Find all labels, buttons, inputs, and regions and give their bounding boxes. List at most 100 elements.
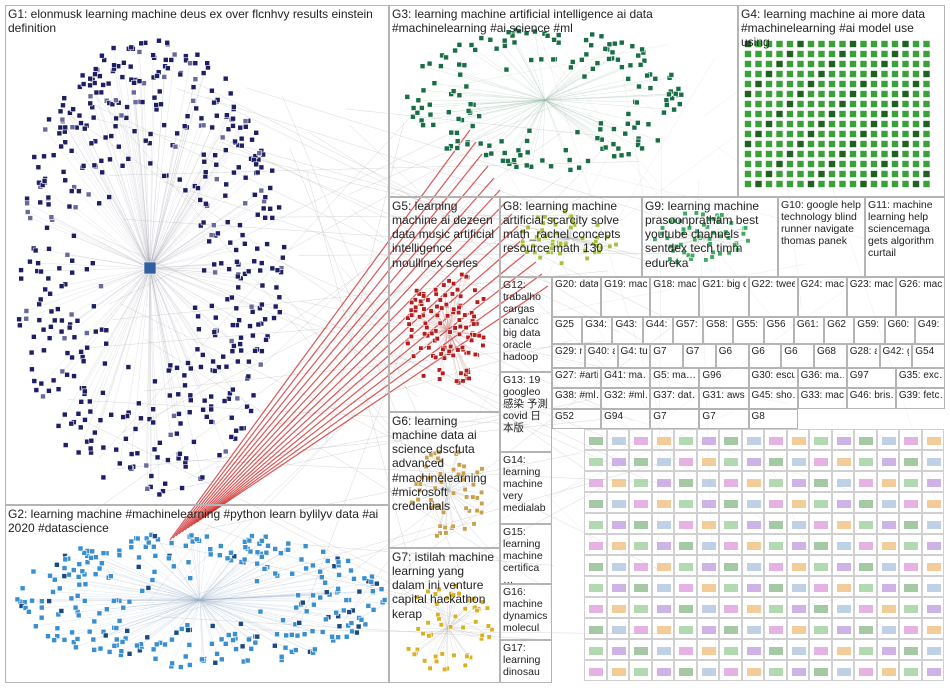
tiny-group-node xyxy=(837,668,851,676)
tiny-group-node xyxy=(769,668,783,676)
small-group-panel: G55: 20… xyxy=(733,317,763,344)
tiny-group-node xyxy=(769,458,783,466)
small-group-panel: G19: machine… xyxy=(601,277,650,317)
small-group-label: G96 xyxy=(702,370,745,381)
small-group-label: G59: usi… xyxy=(857,319,881,330)
tiny-group-node xyxy=(747,605,761,613)
tiny-group-node xyxy=(589,563,603,571)
tiny-group-node xyxy=(837,500,851,508)
tiny-group-node xyxy=(679,584,693,592)
group-g13-panel: G13: 19 googleo 感染 予測 covid 日 本版 xyxy=(500,372,552,452)
tiny-group-cell xyxy=(607,429,630,450)
tiny-group-cell xyxy=(764,639,787,660)
tiny-group-node xyxy=(769,626,783,634)
tiny-group-cell xyxy=(719,639,742,660)
tiny-group-cell xyxy=(674,429,697,450)
tiny-group-node xyxy=(634,563,648,571)
tiny-group-node xyxy=(882,605,896,613)
tiny-group-node xyxy=(747,521,761,529)
tiny-group-cell xyxy=(584,597,607,618)
tiny-group-node xyxy=(904,563,918,571)
small-group-panel: G27: #arti… time… xyxy=(552,368,601,388)
small-group-panel: G7 xyxy=(683,344,716,368)
tiny-group-cell xyxy=(584,492,607,513)
tiny-group-cell xyxy=(877,492,900,513)
group-g14-panel: G14: learning machine very medialab xyxy=(500,452,552,524)
tiny-group-node xyxy=(702,563,716,571)
tiny-group-cell xyxy=(674,576,697,597)
tiny-group-node xyxy=(589,521,603,529)
tiny-group-cell xyxy=(809,597,832,618)
tiny-group-cell xyxy=(787,618,810,639)
tiny-group-node xyxy=(589,500,603,508)
tiny-group-cell xyxy=(832,555,855,576)
tiny-group-node xyxy=(657,479,671,487)
tiny-group-cell xyxy=(854,576,877,597)
tiny-group-cell xyxy=(922,513,945,534)
tiny-group-cell xyxy=(809,492,832,513)
tiny-group-node xyxy=(612,500,626,508)
tiny-group-cell xyxy=(719,513,742,534)
small-group-label: G39: fetc… xyxy=(899,390,942,401)
small-group-label: G28: algo… xyxy=(850,346,877,357)
small-group-panel: G41: ma… xyxy=(601,368,650,388)
tiny-group-node xyxy=(612,668,626,676)
tiny-group-cell xyxy=(697,555,720,576)
tiny-group-cell xyxy=(787,492,810,513)
small-group-panel: G52 xyxy=(552,409,601,429)
tiny-group-cell xyxy=(742,534,765,555)
tiny-group-cell xyxy=(854,492,877,513)
tiny-group-cell xyxy=(607,618,630,639)
small-group-panel: G23: machi… xyxy=(847,277,896,317)
tiny-group-cell xyxy=(584,471,607,492)
tiny-group-node xyxy=(657,521,671,529)
group-g8-panel: G8: learning machine artificial scarcity… xyxy=(500,197,642,277)
small-group-panel: G39: fetc… xyxy=(896,388,945,409)
tiny-group-node xyxy=(904,584,918,592)
tiny-group-node xyxy=(589,542,603,550)
group-g6-panel: G6: learning machine data ai science dsc… xyxy=(389,412,500,548)
tiny-group-node xyxy=(814,647,828,655)
tiny-group-cell xyxy=(742,471,765,492)
small-group-panel: G94 xyxy=(601,409,650,429)
tiny-group-cell xyxy=(877,513,900,534)
tiny-group-cell xyxy=(742,639,765,660)
tiny-group-node xyxy=(702,437,716,445)
tiny-group-node xyxy=(859,668,873,676)
tiny-group-node xyxy=(792,500,806,508)
tiny-group-node xyxy=(792,437,806,445)
tiny-group-cell xyxy=(854,639,877,660)
tiny-group-cell xyxy=(899,513,922,534)
tiny-group-cell xyxy=(629,639,652,660)
tiny-group-cell xyxy=(787,429,810,450)
small-group-label: G61: join… xyxy=(797,319,821,330)
tiny-group-node xyxy=(769,542,783,550)
tiny-group-cell xyxy=(719,429,742,450)
tiny-group-cell xyxy=(652,534,675,555)
tiny-group-cell xyxy=(742,513,765,534)
small-group-panel: G6 xyxy=(781,344,814,368)
small-group-label: G29: mac… lear… xyxy=(555,346,582,357)
tiny-group-node xyxy=(612,584,626,592)
tiny-group-cell xyxy=(854,429,877,450)
tiny-group-cell xyxy=(719,471,742,492)
group-g3-panel: G3: learning machine artificial intellig… xyxy=(389,5,738,197)
tiny-group-node xyxy=(859,626,873,634)
tiny-group-node xyxy=(837,542,851,550)
small-group-panel: G35: exc… xyxy=(896,368,945,388)
small-group-panel: G33: mac… xyxy=(798,388,847,409)
tiny-group-cell xyxy=(674,492,697,513)
tiny-group-cell xyxy=(629,429,652,450)
small-group-label: G26: machi… xyxy=(899,279,942,290)
small-group-panel: G31: aws… xyxy=(699,388,748,409)
tiny-group-cell xyxy=(922,471,945,492)
small-group-panel: G57: qsc… xyxy=(673,317,703,344)
tiny-group-node xyxy=(882,668,896,676)
small-group-panel: G96 xyxy=(699,368,748,388)
tiny-group-cell xyxy=(629,513,652,534)
tiny-group-node xyxy=(882,479,896,487)
small-group-label: G34: #da… xyxy=(585,319,609,330)
tiny-group-cell xyxy=(899,492,922,513)
small-group-panel: G5: ma… xyxy=(650,368,699,388)
tiny-group-cell xyxy=(922,576,945,597)
